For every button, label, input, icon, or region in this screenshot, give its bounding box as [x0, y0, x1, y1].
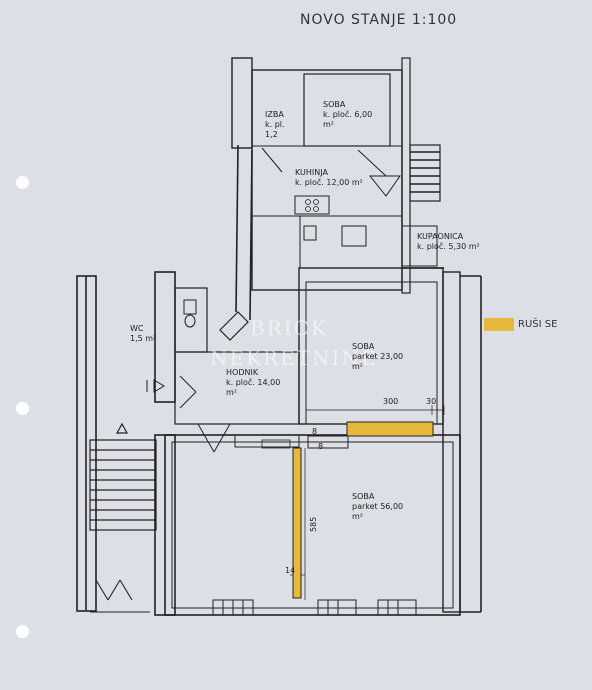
room-detail: k. ploč. 12,00 m²: [295, 178, 363, 187]
room-detail: k. pl. 1,2: [265, 120, 285, 139]
dimension-label: 585: [309, 516, 318, 532]
room-detail: k. ploč. 5,30 m²: [417, 242, 480, 251]
room-detail: 1,5 m²: [130, 334, 157, 343]
room-name: KUHINJA: [295, 168, 328, 177]
watermark-line: NEKRETNINE: [210, 346, 378, 370]
room-label-soba-medium: SOBA parket 23,00 m²: [352, 342, 408, 372]
room-name: SOBA: [323, 100, 346, 109]
room-label-soba-small: SOBA k. ploč. 6,00 m²: [323, 100, 383, 130]
room-label-soba-large: SOBA parket 56,00 m²: [352, 492, 408, 522]
room-detail: k. ploč. 6,00 m²: [323, 110, 373, 129]
dimension-label: 30: [426, 397, 437, 406]
room-name: KUPAONICA: [417, 232, 464, 241]
punch-hole: [16, 402, 29, 415]
room-detail: parket 23,00 m²: [352, 352, 404, 371]
demolition-wall: [346, 421, 434, 437]
room-name: WC: [130, 324, 144, 333]
room-label-kupaonica: KUPAONICA k. ploč. 5,30 m²: [417, 232, 480, 252]
room-label-kuhinja: KUHINJA k. ploč. 12,00 m²: [295, 168, 363, 188]
legend: RUŠI SE: [484, 318, 557, 331]
room-name: HODNIK: [226, 368, 259, 377]
room-detail: k. ploč. 14,00 m²: [226, 378, 281, 397]
room-label-hodnik: HODNIK k. ploč. 14,00 m²: [226, 368, 282, 398]
dimension-label: 8: [318, 442, 324, 451]
punch-hole: [16, 176, 29, 189]
dimension-label: 300: [383, 397, 399, 406]
watermark-line: BRICK: [250, 316, 328, 340]
legend-swatch: [484, 318, 514, 331]
room-label-izba: IZBA k. pl. 1,2: [265, 110, 299, 140]
punch-hole: [16, 625, 29, 638]
room-name: IZBA: [265, 110, 284, 119]
staircase: [89, 422, 157, 531]
demolition-wall: [292, 447, 302, 599]
dimension-label: 14: [285, 566, 296, 575]
legend-label: RUŠI SE: [518, 319, 558, 330]
room-name: SOBA: [352, 342, 375, 351]
dimension-label: 8: [312, 427, 318, 436]
plan-title: NOVO STANJE 1:100: [300, 12, 458, 28]
room-detail: parket 56,00 m²: [352, 502, 404, 521]
room-name: SOBA: [352, 492, 375, 501]
room-label-wc: WC 1,5 m²: [130, 324, 156, 344]
